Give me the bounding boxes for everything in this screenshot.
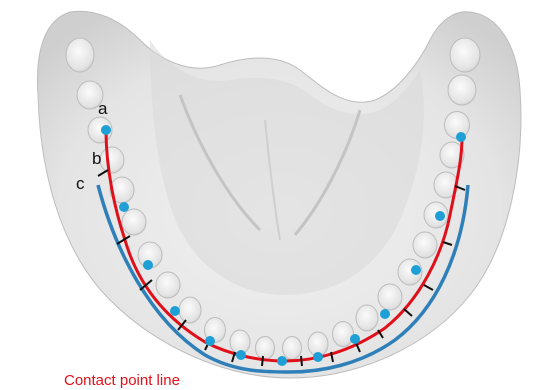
tooth (179, 297, 201, 323)
tooth (448, 75, 476, 105)
contact-dot (411, 265, 421, 275)
tooth (413, 232, 437, 258)
tooth (156, 272, 180, 298)
label-b: b (92, 150, 101, 167)
tooth (122, 209, 146, 235)
connector-line (301, 356, 302, 366)
tooth (356, 305, 378, 331)
contact-dot (350, 334, 360, 344)
contact-dot (143, 260, 153, 270)
label-a: a (98, 100, 107, 117)
contact-dot (170, 306, 180, 316)
tooth (333, 322, 354, 347)
tooth (450, 38, 480, 72)
contact-dot (101, 125, 111, 135)
contact-dot (380, 309, 390, 319)
contact-dot (236, 350, 246, 360)
contact-point-line-legend: Contact point line (64, 373, 180, 388)
contact-dot (313, 352, 323, 362)
tooth (66, 38, 94, 72)
contact-dot (205, 336, 215, 346)
tooth (100, 147, 124, 173)
label-c: c (76, 175, 85, 192)
contact-dot (119, 202, 129, 212)
contact-dot (277, 356, 287, 366)
contact-dot (456, 132, 466, 142)
connector-line (262, 356, 263, 366)
contact-dot (435, 211, 445, 221)
tooth (283, 337, 302, 360)
tooth (256, 337, 275, 360)
tooth (378, 284, 402, 310)
